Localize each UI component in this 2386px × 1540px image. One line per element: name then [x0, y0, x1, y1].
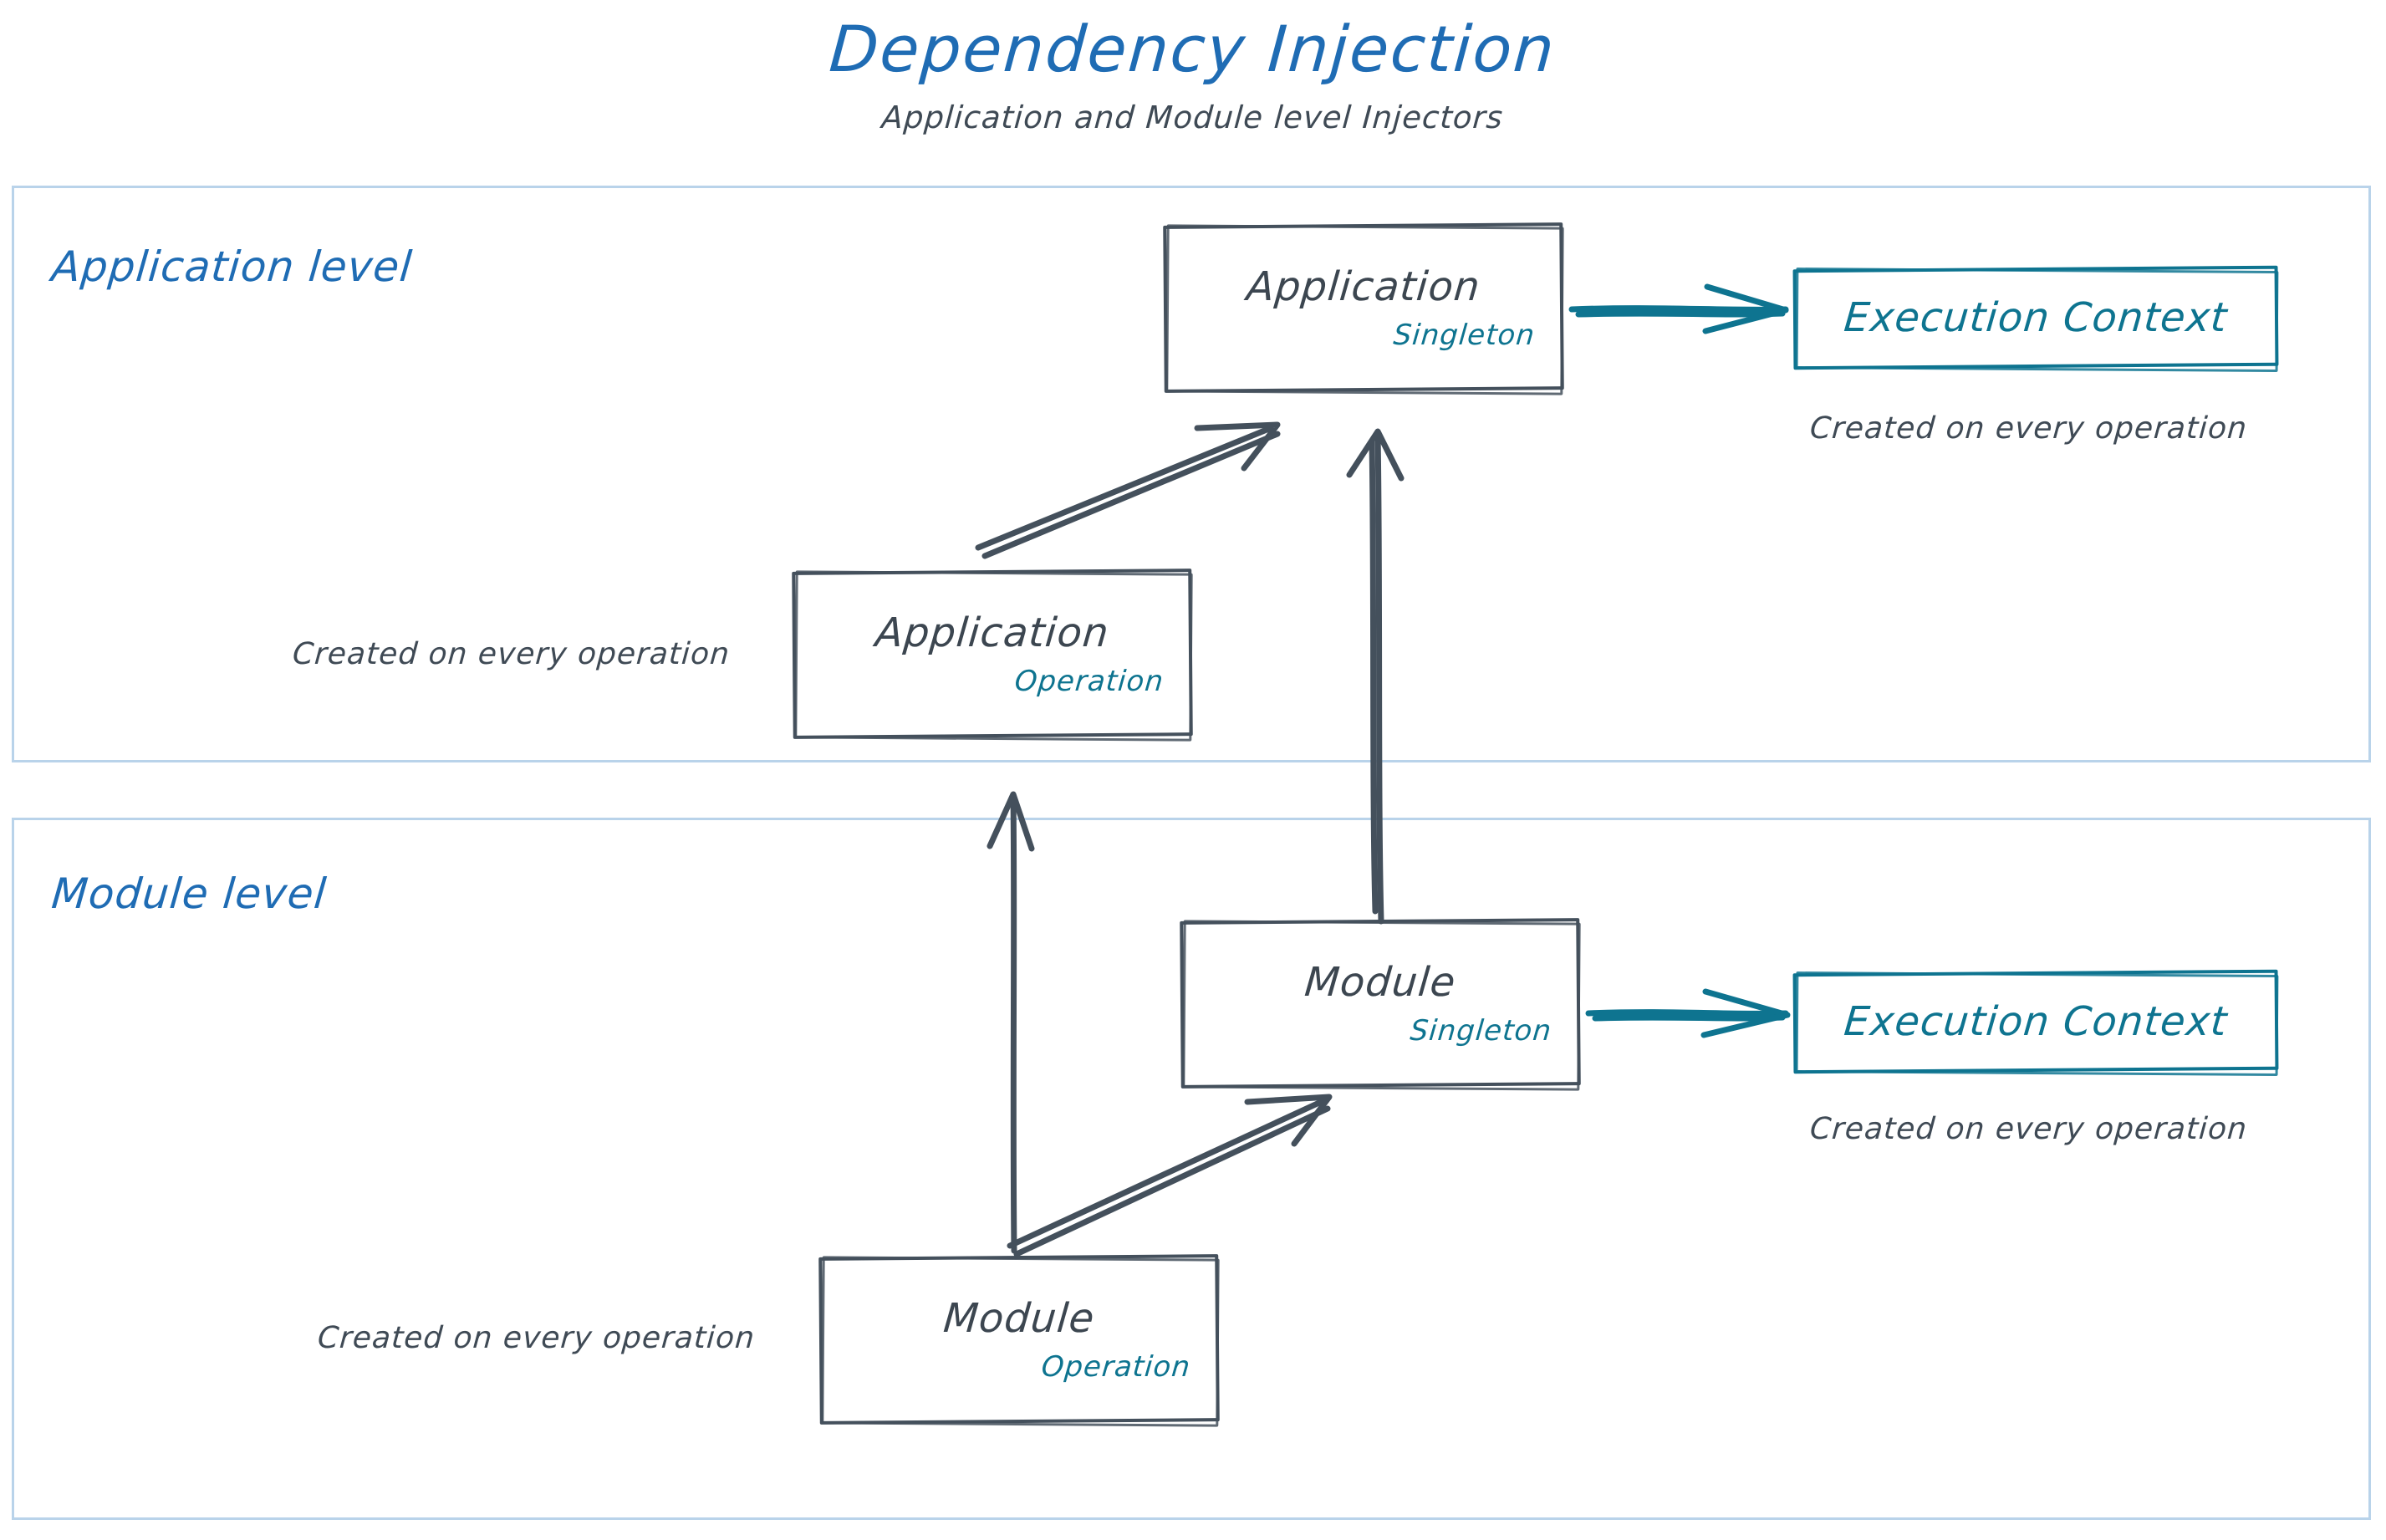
- node-application-operation[interactable]: Application Operation: [792, 569, 1193, 742]
- node-body: Application Operation: [793, 570, 1192, 737]
- node-title: Application: [873, 609, 1112, 656]
- node-execution-context-module[interactable]: Execution Context: [1792, 969, 2279, 1077]
- node-body: Application Singleton: [1164, 224, 1563, 391]
- module-level-label: Module level: [49, 869, 329, 918]
- node-body: Module Singleton: [1180, 920, 1580, 1087]
- node-title: Execution Context: [1842, 294, 2230, 341]
- caption-module-operation: Created on every operation: [316, 1321, 757, 1355]
- node-title: Execution Context: [1842, 998, 2230, 1045]
- node-scope-badge: Operation: [1040, 1350, 1192, 1384]
- caption-application-operation: Created on every operation: [291, 637, 732, 671]
- node-application-singleton[interactable]: Application Singleton: [1163, 222, 1564, 395]
- node-body: Execution Context: [1793, 971, 2278, 1072]
- node-title: Application: [1244, 263, 1483, 310]
- application-level-label: Application level: [49, 242, 415, 291]
- caption-execution-context-module: Created on every operation: [1808, 1112, 2249, 1146]
- node-body: Execution Context: [1793, 268, 2278, 368]
- node-title: Module: [941, 1295, 1097, 1342]
- node-scope-badge: Operation: [1013, 665, 1165, 698]
- node-scope-badge: Singleton: [1392, 319, 1537, 352]
- page-title: Dependency Injection: [827, 12, 1558, 86]
- node-module-operation[interactable]: Module Operation: [818, 1254, 1220, 1427]
- caption-execution-context-application: Created on every operation: [1808, 411, 2249, 446]
- node-module-singleton[interactable]: Module Singleton: [1180, 918, 1581, 1091]
- page-subtitle: Application and Module level Injectors: [880, 99, 1505, 135]
- diagram-header: Dependency Injection Application and Mod…: [0, 0, 2386, 167]
- node-execution-context-application[interactable]: Execution Context: [1792, 265, 2279, 373]
- node-scope-badge: Singleton: [1409, 1014, 1553, 1048]
- node-title: Module: [1303, 959, 1458, 1006]
- node-body: Module Operation: [819, 1256, 1219, 1423]
